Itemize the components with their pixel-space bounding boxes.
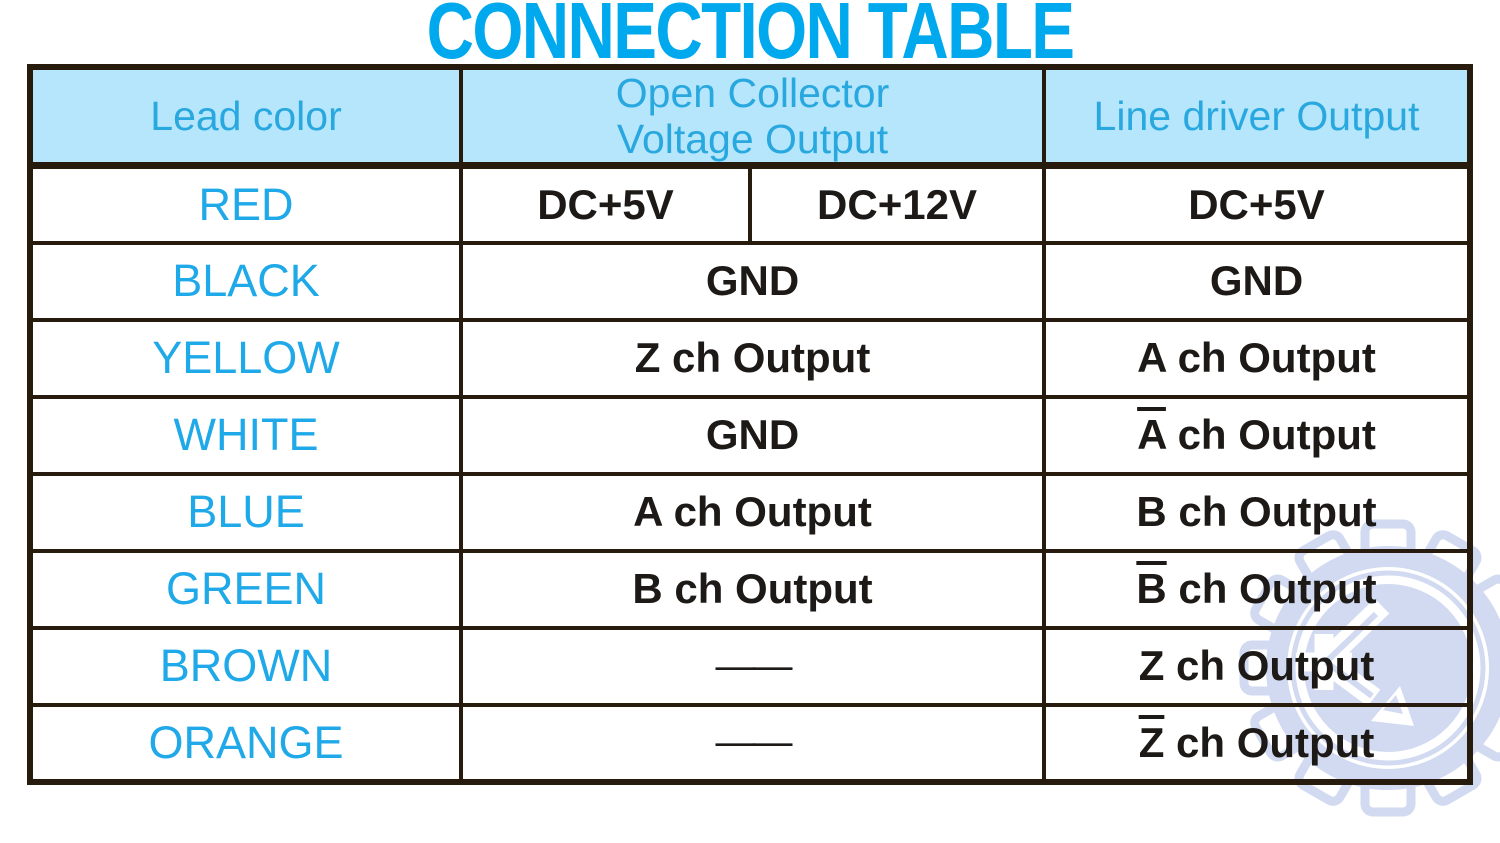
lead-color-cell: BROWN bbox=[28, 625, 463, 707]
header-open-collector-line1: Open Collector bbox=[615, 70, 890, 116]
oc-cell: A ch Output bbox=[459, 471, 1046, 553]
table-row-white: WHITE GND A ch Output bbox=[28, 394, 1472, 476]
signal-label: ch Output bbox=[1166, 565, 1377, 612]
oc-cell: B ch Output bbox=[459, 548, 1046, 630]
signal-label: ch Output bbox=[1164, 718, 1375, 766]
lead-color-cell: BLUE bbox=[28, 471, 463, 553]
line-driver-cell: Z ch Output bbox=[1042, 625, 1472, 707]
lead-color-cell: GREEN bbox=[28, 548, 463, 630]
table-row-blue: BLUE A ch Output B ch Output bbox=[28, 471, 1472, 553]
table-row-black: BLACK GND GND bbox=[28, 240, 1472, 322]
oc-cell: GND bbox=[459, 394, 1046, 476]
oc-cell-empty: —— bbox=[459, 702, 1046, 784]
oc-5v-cell: DC+5V bbox=[459, 163, 752, 245]
oc-12v-cell: DC+12V bbox=[748, 163, 1046, 245]
table-row-green: GREEN B ch Output B ch Output bbox=[28, 548, 1472, 630]
line-driver-cell: Z ch Output bbox=[1042, 702, 1472, 784]
table-row-red: RED DC+5V DC+12V DC+5V bbox=[28, 163, 1472, 245]
header-open-collector: Open Collector Voltage Output bbox=[459, 65, 1046, 169]
page-title: CONNECTION TABLE bbox=[426, 0, 1075, 75]
line-driver-cell: A ch Output bbox=[1042, 394, 1472, 476]
line-driver-cell: B ch Output bbox=[1042, 548, 1472, 630]
oc-cell-empty: —— bbox=[459, 625, 1046, 707]
line-driver-cell: B ch Output bbox=[1042, 471, 1472, 553]
negated-signal: Z bbox=[1138, 718, 1165, 766]
line-driver-cell: DC+5V bbox=[1042, 163, 1472, 245]
negated-signal: B bbox=[1136, 565, 1167, 612]
signal-label: ch Output bbox=[1165, 411, 1376, 458]
header-open-collector-line2: Voltage Output bbox=[616, 116, 889, 162]
lead-color-cell: BLACK bbox=[28, 240, 463, 322]
line-driver-cell: GND bbox=[1042, 240, 1472, 322]
table-header-row: Lead color Open Collector Voltage Output… bbox=[28, 65, 1472, 169]
lead-color-cell: WHITE bbox=[28, 394, 463, 476]
connection-table: Lead color Open Collector Voltage Output… bbox=[27, 64, 1473, 785]
lead-color-cell: YELLOW bbox=[28, 317, 463, 399]
lead-color-cell: RED bbox=[28, 163, 463, 245]
lead-color-cell: ORANGE bbox=[28, 702, 463, 784]
table-row-yellow: YELLOW Z ch Output A ch Output bbox=[28, 317, 1472, 399]
oc-cell: GND bbox=[459, 240, 1046, 322]
negated-signal: A bbox=[1137, 411, 1166, 458]
table-row-orange: ORANGE —— Z ch Output bbox=[28, 702, 1472, 784]
header-lead-color: Lead color bbox=[28, 65, 463, 169]
table-row-brown: BROWN —— Z ch Output bbox=[28, 625, 1472, 707]
oc-cell: Z ch Output bbox=[459, 317, 1046, 399]
line-driver-cell: A ch Output bbox=[1042, 317, 1472, 399]
header-line-driver: Line driver Output bbox=[1042, 65, 1472, 169]
